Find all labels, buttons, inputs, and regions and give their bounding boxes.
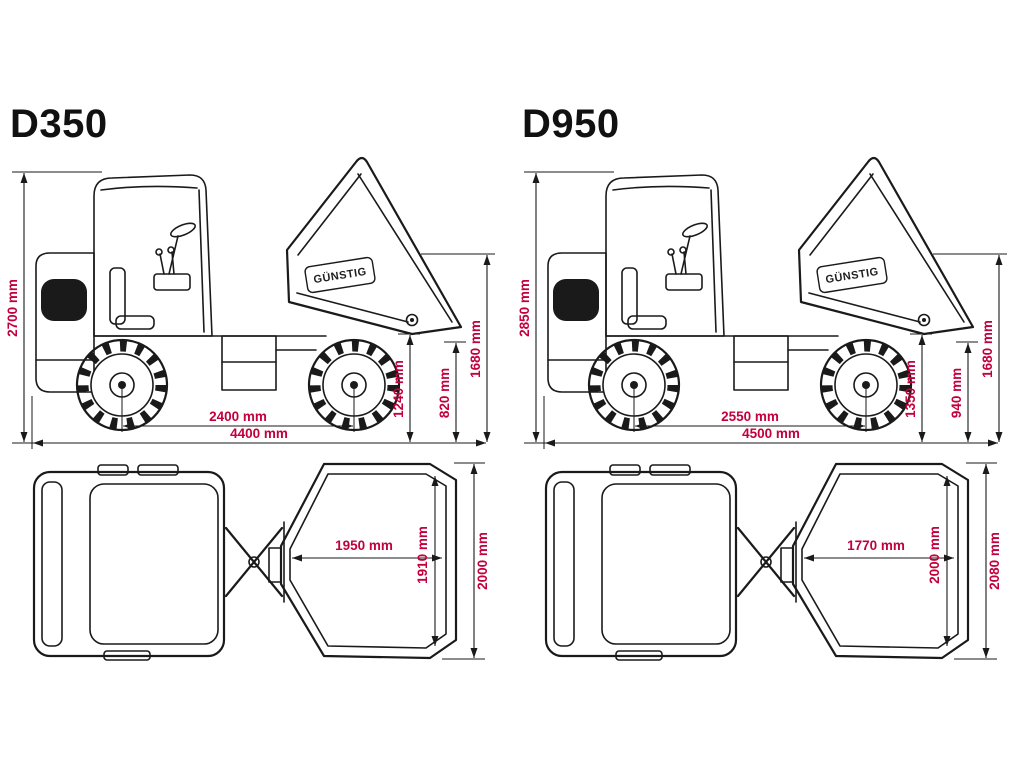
top-view-dimensions: 1770 mm 2000 mm 2080 mm [804,462,1002,660]
brand-plate: GÜNSTIG [304,256,376,294]
skip-side [797,156,975,336]
diagram-stage: D350 [0,102,1024,725]
dim-skip-top-height: 1680 mm [980,320,995,378]
dim-wheelbase: 2550 mm [721,409,779,424]
dim-overall-length: 4400 mm [230,426,288,441]
dim-skip-top-height: 1680 mm [468,320,483,378]
dim-overall-length: 4500 mm [742,426,800,441]
side-view: GÜNSTIG [35,156,463,432]
hood-vent [553,279,599,321]
hood-vent [41,279,87,321]
skip-side [285,156,463,336]
seat-backrest [621,267,638,325]
skip-pivot [917,313,931,327]
front-wheel [307,338,401,432]
dumper-dimension-diagram: GÜNSTIG [518,156,1007,661]
cab-outline [605,174,725,337]
dim-skip-inner-length: 1950 mm [335,538,393,553]
dim-skip-inner-length: 1770 mm [847,538,905,553]
side-view-dimensions: 2850 mm 1350 mm 940 mm 1680 mm 2550 mm [518,171,1007,449]
steering-wheel [170,222,196,238]
dim-skip-inner-width: 1910 mm [415,526,430,584]
dim-wheelbase: 2400 mm [209,409,267,424]
side-view: GÜNSTIG [547,156,975,432]
dumper-panel: D950 [512,102,1024,725]
dim-overall-width: 2000 mm [475,532,490,590]
dim-overall-height: 2700 mm [6,279,20,337]
articulation-joint [735,521,797,603]
side-view-dimensions: 2700 mm 1240 mm 820 mm 1680 mm 2400 mm [6,171,495,449]
dim-skip-pivot-height: 1240 mm [391,360,406,418]
dim-skip-pivot-height: 1350 mm [903,360,918,418]
dumper-dimension-diagram: GÜNSTIG [6,156,495,661]
seat-backrest [109,267,126,325]
rear-wheel [75,338,169,432]
control-console [153,273,191,291]
dim-chassis-height: 940 mm [949,368,964,418]
dim-chassis-height: 820 mm [437,368,452,418]
skip-top [791,462,970,660]
top-view [544,462,970,661]
model-title: D950 [522,102,620,146]
dumper-panel: D350 [0,102,512,725]
skip-top [279,462,458,660]
seat-cushion [627,315,667,330]
top-view-dimensions: 1950 mm 1910 mm 2000 mm [292,462,490,660]
articulation-joint [223,521,285,603]
dim-skip-inner-width: 2000 mm [927,526,942,584]
brand-plate: GÜNSTIG [816,256,888,294]
cab-outline [93,174,213,337]
dim-overall-width: 2080 mm [987,532,1002,590]
seat-cushion [115,315,155,330]
control-console [665,273,703,291]
front-wheel [819,338,913,432]
dim-overall-height: 2850 mm [518,279,532,337]
skip-pivot [405,313,419,327]
model-title: D350 [10,102,108,146]
top-view [32,462,458,661]
steering-wheel [682,222,708,238]
